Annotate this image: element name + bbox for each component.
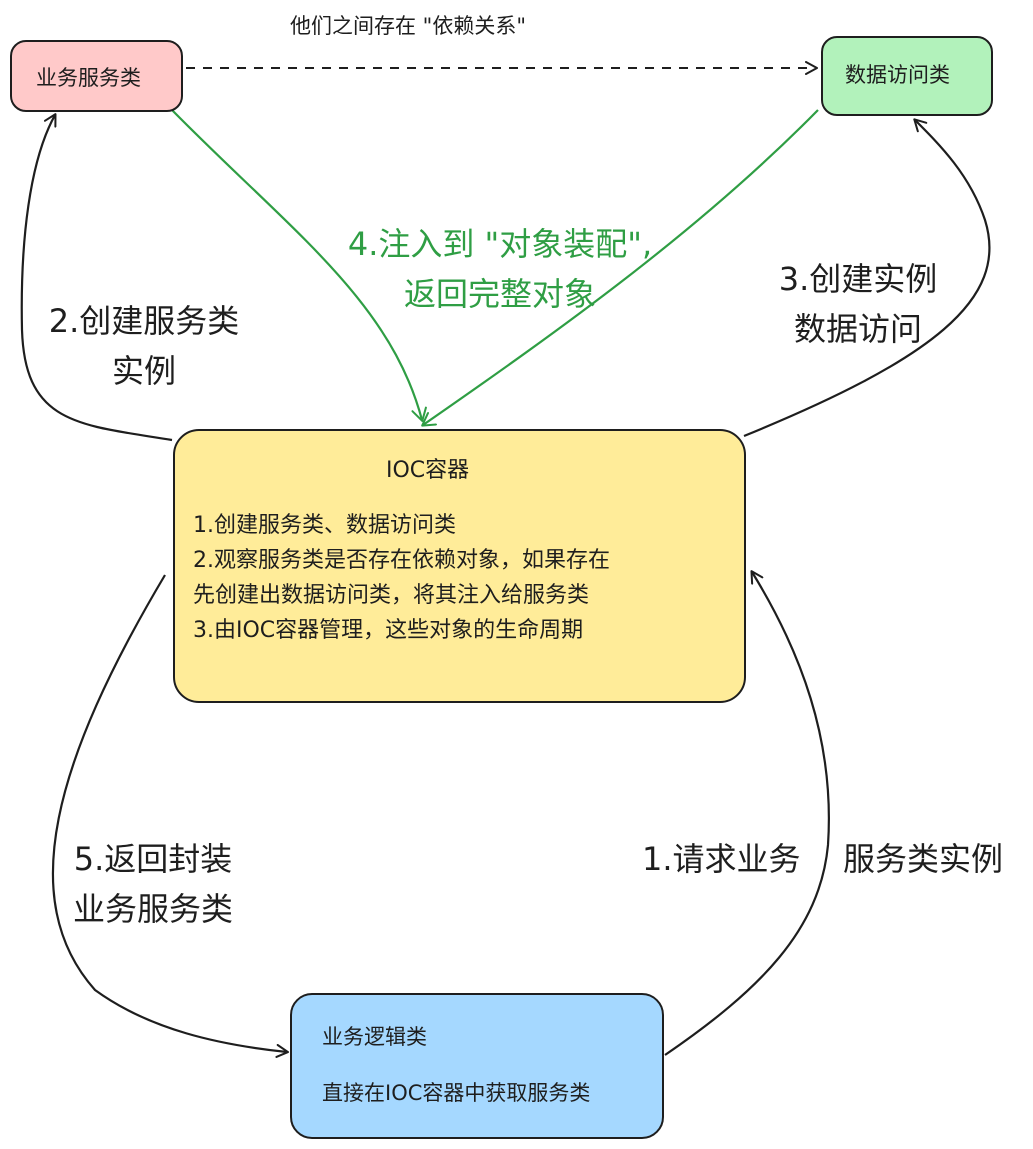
step2-label: 2.创建服务类 实例: [28, 296, 260, 396]
dependency-label: 他们之间存在 "依赖关系": [290, 14, 526, 38]
step4-line-1: 4.注入到 "对象装配",: [347, 225, 653, 263]
arrow-inject-from-service: [171, 109, 427, 422]
dao-class-label: 数据访问类: [845, 63, 950, 87]
step1-label-continued: 服务类实例: [843, 840, 1004, 878]
business-logic-box: [290, 993, 664, 1139]
step5-line-2: 业务服务类: [72, 890, 233, 928]
step3-line-2: 数据访问: [793, 310, 922, 348]
step3-label: 3.创建实例 数据访问: [760, 254, 956, 354]
business-logic-title: 业务逻辑类: [322, 1025, 427, 1049]
step5-line-1: 5.返回封装: [73, 840, 233, 878]
ioc-container-title: IOC容器: [386, 458, 470, 483]
service-class-box: [10, 40, 183, 112]
step4-line-2: 返回完整对象: [403, 275, 596, 313]
arrow-request-service: [664, 570, 830, 1056]
arrow-inject-from-dao: [421, 109, 819, 427]
ioc-container-box: [173, 429, 746, 703]
service-class-label: 业务服务类: [36, 66, 141, 90]
step3-line-1: 3.创建实例: [778, 260, 938, 298]
business-logic-desc: 直接在IOC容器中获取服务类: [322, 1081, 591, 1105]
step5-label: 5.返回封装 业务服务类: [38, 834, 268, 934]
step2-line-1: 2.创建服务类: [48, 302, 240, 340]
dao-class-box: [821, 36, 993, 116]
ioc-line-2: 2.观察服务类是否存在依赖对象，如果存在: [193, 548, 610, 573]
ioc-line-3: 先创建出数据访问类，将其注入给服务类: [193, 583, 590, 608]
arrow-return-service: [51, 574, 289, 1058]
step2-line-2: 实例: [111, 352, 176, 390]
step1-label: 1.请求业务: [642, 840, 801, 878]
arrow-create-service: [20, 113, 173, 442]
ioc-line-4: 3.由IOC容器管理，这些对象的生命周期: [193, 618, 584, 643]
ioc-container-description: 1.创建服务类、数据访问类 2.观察服务类是否存在依赖对象，如果存在 先创建出数…: [193, 508, 610, 648]
step4-label: 4.注入到 "对象装配", 返回完整对象: [330, 219, 670, 319]
arrow-create-dao: [743, 118, 991, 438]
ioc-line-1: 1.创建服务类、数据访问类: [193, 513, 456, 538]
